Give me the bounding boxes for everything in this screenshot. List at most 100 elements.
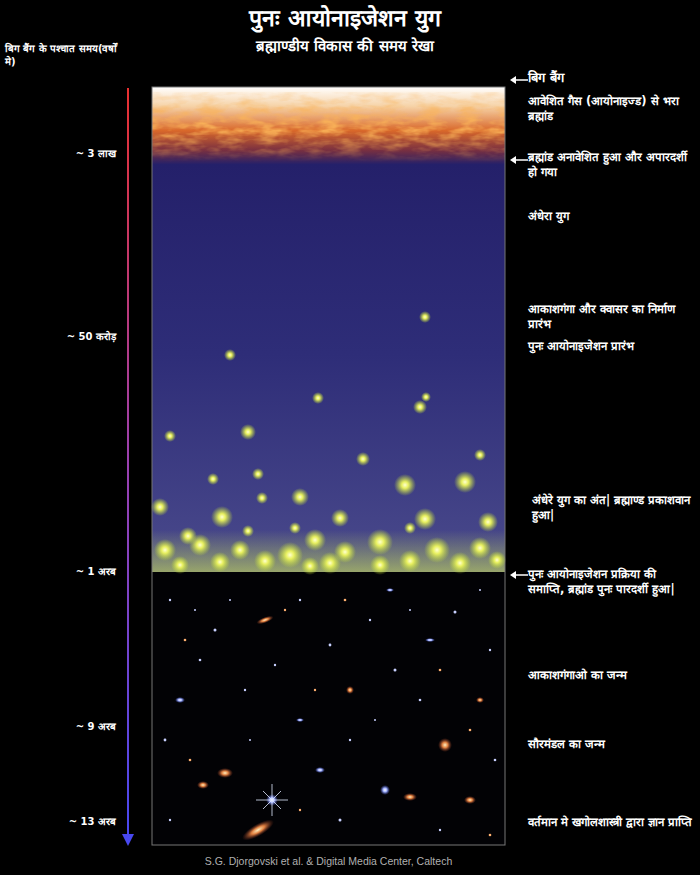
- subtitle: ब्रह्माण्डीय विकास की समय रेखा: [150, 37, 540, 57]
- deep-field-galaxies: [476, 697, 484, 703]
- deep-field-galaxies: [244, 689, 246, 691]
- time-tick: ~ 13 अरब: [69, 815, 116, 828]
- pointer-arrows: [510, 156, 516, 164]
- protogalaxy-glows: [171, 556, 189, 574]
- era-panel: [152, 87, 505, 845]
- protogalaxy-glows: [254, 550, 276, 572]
- event-label: पुनः आयोनाइजेशन प्रक्रिया की समाप्ति, ब्…: [528, 567, 694, 597]
- protogalaxy-glows: [356, 452, 370, 466]
- deep-field-galaxies: [394, 669, 397, 672]
- event-label: आकाशगंगा और क्वासर का निर्माण प्रारंभ: [528, 302, 694, 332]
- deep-field-galaxies: [229, 599, 231, 601]
- deep-field-galaxies: [489, 834, 492, 837]
- event-label: पुनः आयोनाइजेशन प्रारंभ: [528, 339, 694, 354]
- deep-field-galaxies: [439, 669, 442, 672]
- protogalaxy-glows: [414, 508, 436, 530]
- protogalaxy-glows: [419, 311, 431, 323]
- pointer-arrows: [510, 76, 516, 84]
- protogalaxy-glows: [421, 392, 431, 402]
- deep-field-galaxies: [409, 609, 411, 611]
- protogalaxy-glows: [312, 392, 324, 404]
- axis-title: बिग बैंग के पश्चात समय(वर्षों मे): [5, 42, 123, 68]
- deep-field-galaxies: [169, 819, 171, 821]
- protogalaxy-glows: [189, 534, 211, 556]
- protogalaxy-glows: [240, 424, 256, 440]
- protogalaxy-glows: [404, 522, 416, 534]
- protogalaxy-glows: [211, 506, 233, 528]
- deep-field-galaxies: [239, 816, 276, 844]
- deep-field-galaxies: [169, 599, 171, 601]
- deep-field-galaxies: [454, 611, 457, 614]
- time-tick: ~ 1 अरब: [76, 565, 116, 578]
- deep-field-galaxies: [214, 629, 217, 632]
- protogalaxy-glows: [289, 522, 301, 534]
- protogalaxy-glows: [331, 509, 349, 527]
- time-tick: ~ 9 अरब: [76, 720, 116, 733]
- event-label: अंधेरे युग का अंत| ब्रह्माण्ड प्रकाशवान …: [532, 493, 694, 523]
- era-panel: [152, 87, 505, 573]
- deep-field-galaxies: [315, 767, 325, 773]
- deep-field-galaxies: [256, 614, 275, 626]
- deep-field-galaxies: [217, 768, 233, 778]
- deep-field-galaxies: [380, 785, 390, 795]
- deep-field-galaxies: [425, 638, 435, 642]
- protogalaxy-glows: [277, 542, 303, 568]
- protogalaxy-glows: [469, 537, 491, 559]
- deep-field-galaxies: [403, 793, 417, 801]
- protogalaxy-glows: [151, 311, 506, 575]
- deep-field-galaxies: [439, 829, 441, 831]
- deep-field-galaxies: [339, 819, 342, 822]
- event-label: वर्तमान मे खगोलशास्त्री द्वारा ज्ञान प्र…: [528, 815, 694, 830]
- protogalaxy-glows: [370, 555, 390, 575]
- era-panel: [152, 87, 505, 845]
- deep-field-galaxies: [189, 759, 192, 762]
- protogalaxy-glows: [488, 551, 506, 569]
- pointer-arrows: [510, 571, 516, 579]
- deep-field-galaxies: [386, 588, 394, 592]
- deep-field-galaxies: [464, 796, 476, 804]
- protogalaxy-glows: [367, 529, 393, 555]
- deep-field-galaxies: [479, 589, 481, 591]
- protogalaxy-glows: [304, 529, 326, 551]
- deep-field-galaxies: [314, 689, 316, 691]
- pointer-arrows: [514, 574, 528, 576]
- time-axis-arrow: [122, 834, 134, 846]
- deep-field-galaxies: [369, 619, 371, 621]
- pointer-arrows: [514, 159, 528, 161]
- protogalaxy-glows: [164, 430, 176, 442]
- deep-field-galaxies: [489, 649, 491, 651]
- deep-field-galaxies: [329, 644, 332, 647]
- protogalaxy-glows: [301, 557, 319, 575]
- pointer-arrows: [514, 79, 528, 81]
- protogalaxy-glows: [454, 471, 476, 493]
- event-label: ब्रह्मांड अनावेशित हुआ और अपारदर्शी हो ग…: [528, 150, 694, 180]
- time-tick: ~ 3 लाख: [76, 147, 116, 160]
- protogalaxy-glows: [291, 488, 309, 506]
- deep-field-galaxies: [164, 589, 497, 831]
- event-label: बिग बैंग: [528, 70, 694, 87]
- protogalaxy-glows: [210, 552, 230, 572]
- deep-field-galaxies: [184, 639, 187, 642]
- event-label: सौरमंडल का जन्म: [528, 737, 694, 752]
- deep-field-galaxies: [494, 759, 497, 762]
- deep-field-galaxies: [164, 588, 497, 844]
- event-label: आवेशित गैस (आयोनाइज्ड) से भरा ब्रह्मांड: [528, 94, 694, 124]
- deep-field-galaxies: [346, 686, 354, 694]
- deep-field-galaxies: [184, 599, 492, 837]
- time-axis-arrow: [122, 88, 134, 846]
- deep-field-galaxies: [256, 784, 288, 816]
- deep-field-galaxies: [344, 599, 347, 602]
- protogalaxy-glows: [154, 539, 176, 561]
- protogalaxy-glows: [256, 492, 268, 504]
- deep-field-galaxies: [199, 659, 202, 662]
- protogalaxy-glows: [474, 449, 486, 461]
- protogalaxy-glows: [242, 525, 254, 537]
- time-tick: ~ 50 करोड़: [67, 330, 116, 343]
- deep-field-galaxies: [296, 718, 304, 722]
- era-panel: [152, 92, 505, 162]
- era-panel: [152, 572, 505, 845]
- deep-field-galaxies: [274, 664, 276, 666]
- protogalaxy-glows: [449, 552, 471, 574]
- deep-field-galaxies: [469, 729, 472, 732]
- protogalaxy-glows: [394, 474, 416, 496]
